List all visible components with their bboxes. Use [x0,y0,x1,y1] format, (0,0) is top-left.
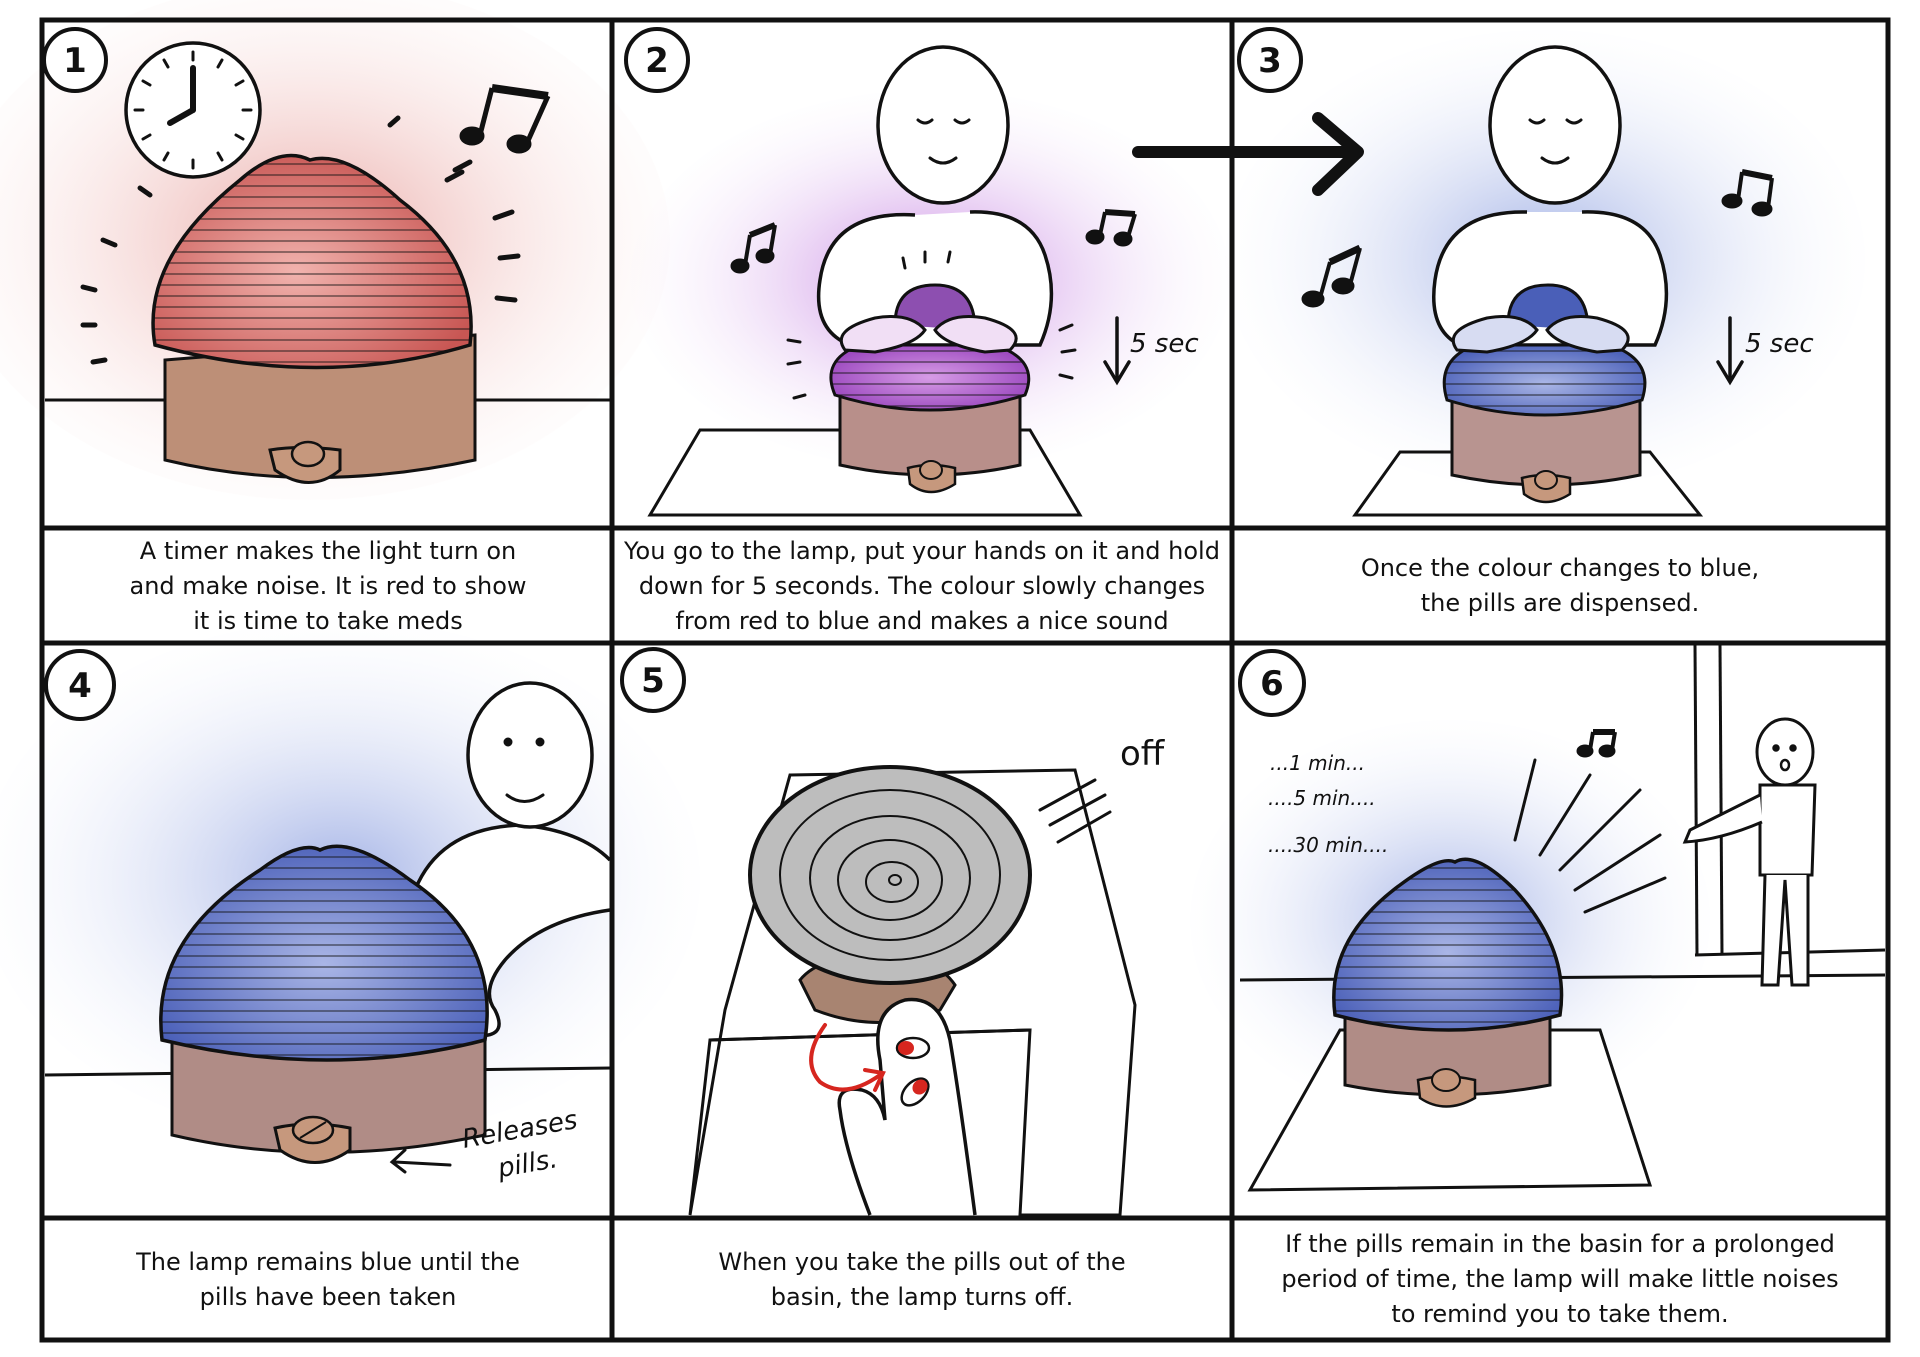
caption-2: You go to the lamp, put your hands on it… [615,531,1229,641]
pill-icon [291,1115,335,1145]
caption-3-text: Once the colour changes to blue, the pil… [1360,554,1760,617]
annotation-off: off [1120,734,1166,774]
lamp-icon [1332,857,1564,1108]
duration-label-2: 5 sec [1130,329,1199,359]
timer-label-2: ....5 min.... [1268,786,1376,810]
sound-lines [80,115,521,365]
caption-1: A timer makes the light turn on and make… [47,531,609,641]
lamp-dome-off [748,765,1032,985]
panel-number-2: 2 [645,41,669,81]
panel-6: ...1 min... ....5 min.... ....30 min.... [1239,644,1886,1192]
sound-lines [1513,758,1667,914]
storyboard-grid [39,17,1891,1343]
panel-5: off [688,734,1166,1217]
panel-number-badges: 1 2 3 4 5 6 [42,27,1306,721]
timer-label-1: ...1 min... [1270,751,1365,775]
lamp-icon [159,844,489,1164]
pill-icon [895,1036,931,1060]
timer-label-3: ....30 min.... [1268,833,1388,857]
music-note-icon [459,84,551,154]
arrow-down-icon [1103,316,1131,386]
person-figure [1682,717,1817,987]
lamp-icon [151,153,477,484]
caption-5: When you take the pills out of the basin… [615,1221,1229,1338]
panel-4: Releases pills. [44,681,613,1184]
arrow-down-icon [1716,316,1744,386]
music-note-icon [730,222,777,274]
music-note-icon [1301,244,1362,308]
removal-arrow [809,1023,886,1092]
caption-3: Once the colour changes to blue, the pil… [1235,531,1885,641]
arrow-right-icon [1132,112,1364,196]
caption-4: The lamp remains blue until the pills ha… [47,1221,609,1338]
music-note-icon [1085,209,1137,247]
caption-2-text: You go to the lamp, put your hands on it… [624,536,1220,635]
off-marks [1038,778,1112,844]
person-figure [816,45,1054,347]
panel-number-5: 5 [641,661,665,701]
music-note-icon [1576,729,1617,758]
caption-5-text: When you take the pills out of the basin… [718,1247,1126,1311]
caption-1-text: A timer makes the light turn on and make… [129,536,527,635]
panel-number-6: 6 [1260,664,1284,704]
panel-number-3: 3 [1258,41,1282,81]
sound-lines [786,250,1077,400]
panel-number-4: 4 [68,666,92,706]
caption-6-text: If the pills remain in the basin for a p… [1281,1230,1839,1328]
panel-number-1: 1 [63,41,87,81]
hands [839,315,1018,354]
panel-2 [647,45,1137,517]
pointer-arrow [389,1148,452,1174]
clock-icon [124,41,262,179]
pill-icon [900,1077,930,1107]
person-figure [1432,45,1669,347]
panel-3 [1301,45,1774,517]
music-note-icon [1721,169,1774,217]
caption-4-text: The lamp remains blue until the pills ha… [136,1247,520,1311]
hand [837,997,977,1216]
caption-6: If the pills remain in the basin for a p… [1235,1221,1885,1338]
lamp-icon [829,283,1031,494]
panel-1 [45,41,612,484]
duration-label-3: 5 sec [1745,329,1814,359]
hands [1451,315,1630,354]
